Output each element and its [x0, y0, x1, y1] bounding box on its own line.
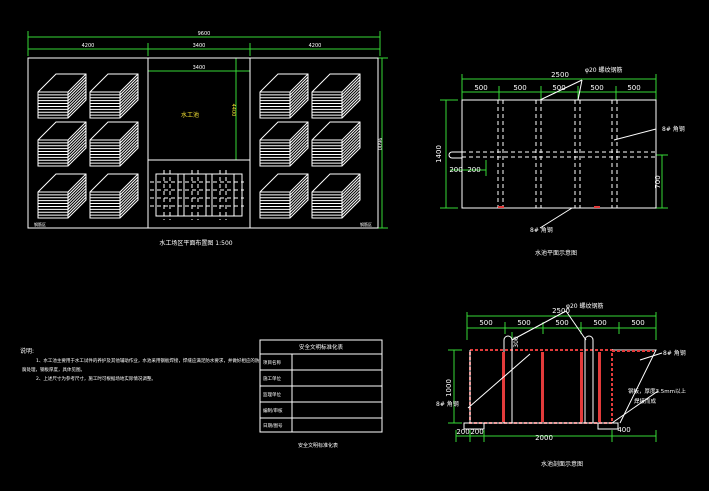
pool-plan-small-a: 200	[449, 166, 462, 174]
pool-section-height-dim: 1000	[445, 379, 453, 397]
material-stack	[37, 121, 87, 167]
pool-section-caption: 水池剖面示意图	[541, 460, 583, 468]
pool-section-note-line1: 钢板，厚度3.5mm以上	[628, 387, 686, 395]
material-stacks	[37, 73, 361, 219]
pool-plan-view: 2500 500 500 500 500 500 1400 700 200 20…	[435, 66, 685, 257]
material-stack	[311, 173, 361, 219]
pool-plan-outline	[461, 99, 657, 209]
plan-caption: 水工场区平面布置图 1:500	[159, 239, 232, 247]
plan-total-width-dim: 9600	[198, 31, 211, 37]
plan-tank-grid	[150, 170, 244, 220]
pool-plan-pipe-callout: 8# 角钢	[662, 125, 685, 133]
standard-table: 安全文明标准化表 项目名称 施工单位 监理单位 编制/审核 日期/图号 安全文明…	[259, 339, 383, 449]
notes-title: 说明:	[20, 347, 34, 355]
pool-plan-dimension-lines	[440, 74, 668, 209]
site-plan: 9600 4200 3400 4200 3400 4400 9600 水工池 钢…	[27, 31, 388, 247]
notes-block: 说明: 1、水工池主要用于水工试件的养护及其他辅助作业，水池采用钢板焊接，焊缝应…	[20, 347, 260, 382]
pool-section-total-dim: 2500	[552, 307, 570, 315]
plan-left-width-dim: 4200	[82, 43, 95, 49]
pool-plan-caption: 水池平面示意图	[535, 249, 577, 257]
material-stack	[259, 173, 309, 219]
plan-right-width-dim: 4200	[309, 43, 322, 49]
material-stack	[89, 73, 139, 119]
pool-section-body	[463, 349, 657, 430]
pool-section-seg1: 500	[479, 319, 492, 327]
table-row-2: 施工单位	[263, 375, 281, 382]
pool-plan-pipe-stub	[448, 151, 462, 159]
pool-section-post-dim: 300	[513, 336, 520, 348]
pool-section-view: 2500 500 500 500 500 500 1000 300 200 20…	[436, 302, 686, 468]
material-stack	[37, 173, 87, 219]
pool-section-angle-left: 8# 角钢	[436, 400, 459, 408]
pool-plan-height-dim: 1400	[435, 145, 443, 163]
plan-outer-frame	[27, 57, 379, 229]
material-stack	[259, 73, 309, 119]
table-row-5: 日期/图号	[263, 423, 283, 429]
pool-section-seg2: 500	[517, 319, 530, 327]
pool-section-bottom-dim: 2000	[535, 434, 553, 442]
plan-pool-height-dim: 4400	[230, 104, 236, 117]
pool-plan-dashed-members	[462, 100, 656, 208]
material-stack	[311, 121, 361, 167]
pool-section-angle-right: 8# 角钢	[663, 349, 686, 357]
pool-plan-bottom-dim: 700	[654, 175, 662, 188]
material-stack	[89, 121, 139, 167]
pool-section-left-small: 200	[456, 428, 469, 436]
pool-plan-seg5: 500	[627, 84, 640, 92]
notes-line3: 2、上述尺寸为参考尺寸，施工时可根据场地实际情况调整。	[36, 375, 156, 382]
material-stack	[89, 173, 139, 219]
pool-section-leaders	[467, 310, 663, 424]
pool-section-note-line2: 焊接而成	[634, 397, 657, 405]
table-row-1: 项目名称	[263, 359, 281, 366]
plan-corner-label-right: 钢筋区	[360, 221, 372, 227]
material-stack	[37, 73, 87, 119]
pool-plan-bottom-callout: 8# 角钢	[530, 226, 553, 234]
table-title: 安全文明标准化表	[299, 343, 344, 351]
pool-plan-small-b: 200	[467, 166, 480, 174]
pool-section-rebar-callout: φ20 螺纹钢筋	[566, 302, 604, 310]
pool-plan-seg2: 500	[513, 84, 526, 92]
pool-section-seg5: 500	[631, 319, 644, 327]
pool-plan-leaders	[539, 79, 657, 229]
plan-pool-label: 水工池	[181, 111, 199, 119]
table-row-4: 编制/审核	[263, 407, 283, 414]
notes-line1: 1、水工池主要用于水工试件的养护及其他辅助作业，水池采用钢板焊接，焊缝应满足防水…	[36, 357, 260, 364]
notes-line2: 腐处理，钢板厚度，具体见图。	[22, 366, 85, 373]
pool-plan-rebar-callout: φ20 螺纹钢筋	[585, 66, 623, 74]
pool-section-seg3: 500	[555, 319, 568, 327]
pool-section-left-small2: 200	[470, 428, 483, 436]
pool-section-seg4: 500	[593, 319, 606, 327]
table-caption: 安全文明标准化表	[298, 442, 338, 449]
plan-pool-width-dim: 3400	[193, 65, 206, 71]
plan-corner-label-left: 钢筋区	[34, 221, 46, 227]
pool-plan-total-dim: 2500	[551, 71, 569, 79]
table-row-3: 监理单位	[263, 391, 281, 398]
plan-height-dim: 9600	[376, 138, 382, 151]
pool-plan-seg1: 500	[474, 84, 487, 92]
pool-plan-seg4: 500	[590, 84, 603, 92]
pool-section-right-small: 400	[617, 426, 630, 434]
material-stack	[311, 73, 361, 119]
pool-plan-seg3: 500	[552, 84, 565, 92]
material-stack	[259, 121, 309, 167]
plan-center-width-dim: 3400	[193, 43, 206, 49]
